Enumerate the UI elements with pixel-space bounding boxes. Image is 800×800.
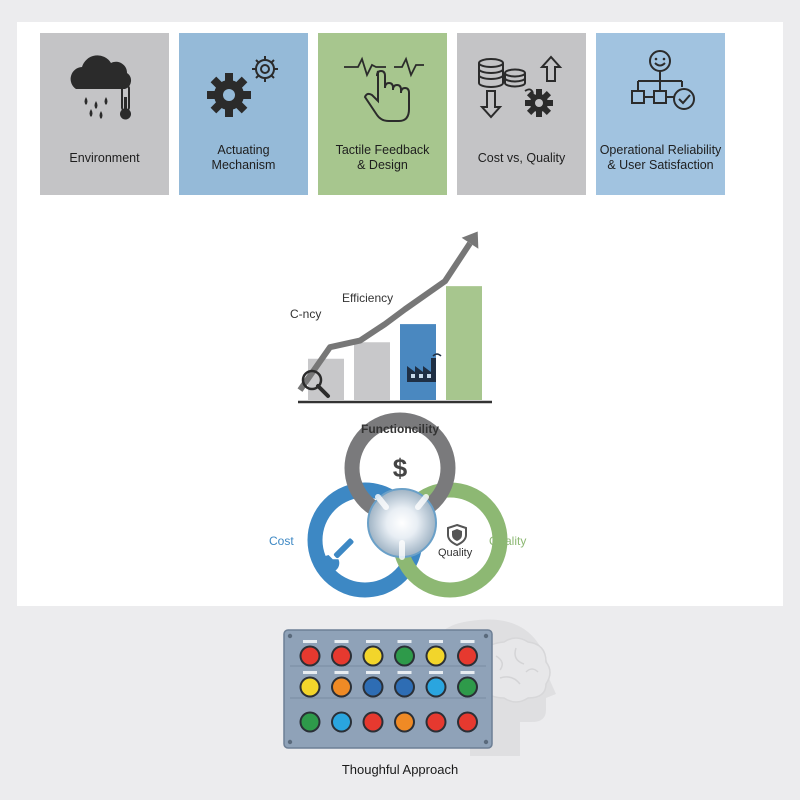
- right-label: Quality: [489, 534, 526, 548]
- factory-icon: [407, 353, 442, 382]
- button-label-plate: [429, 671, 443, 674]
- top-label: Functioncility: [361, 422, 439, 436]
- panel-button: [427, 713, 445, 731]
- caption: Thoughful Approach: [341, 762, 459, 777]
- efficiency-growth-chart: Efficiency C‐ncy: [290, 231, 492, 404]
- panel-button: [333, 713, 350, 731]
- panel-button: [459, 713, 476, 731]
- panel-button: [301, 647, 319, 665]
- panel-button: [364, 678, 382, 696]
- trend-line: [297, 241, 473, 392]
- card-label: Actuating Mechanism: [211, 143, 276, 172]
- panel-button: [427, 647, 445, 665]
- button-label-plate: [303, 671, 317, 674]
- chart-bar: [400, 324, 436, 400]
- wrench-icon: [321, 538, 354, 573]
- venn-diagram: Functioncility Cost Quality Quality $: [269, 412, 526, 598]
- card-label: Tactile Feedback & Design: [335, 143, 430, 172]
- card-label: Cost vs, Quality: [477, 150, 566, 165]
- panel-button: [364, 713, 382, 731]
- panel-button: [301, 713, 319, 731]
- chart-bar: [446, 286, 482, 400]
- button-label-plate: [429, 640, 443, 643]
- button-label-plate: [334, 671, 349, 674]
- panel-button: [459, 678, 476, 696]
- button-label-plate: [460, 671, 475, 674]
- panel-button: [333, 678, 350, 696]
- panel-button: [364, 647, 382, 665]
- coins-gear-arrows-icon: [478, 55, 563, 119]
- factor-cards: Environment Actuating Mechanism: [40, 33, 726, 195]
- chart-bar: [354, 342, 390, 400]
- button-label-plate: [334, 640, 349, 643]
- panel-button: [396, 713, 413, 731]
- panel-button: [396, 678, 413, 696]
- button-label-plate: [397, 640, 412, 643]
- left-label: Cost: [269, 534, 294, 548]
- card-actuating-mechanism: Actuating Mechanism: [179, 33, 308, 195]
- cloud-rain-thermometer-icon: [70, 55, 132, 120]
- panel-button: [459, 647, 476, 665]
- card-cost-quality: Cost vs, Quality: [457, 33, 586, 195]
- card-label: Environment: [69, 150, 140, 165]
- efficiency-label: Efficiency: [342, 291, 393, 305]
- button-label-plate: [397, 671, 412, 674]
- control-panel-illustration: [283, 619, 556, 756]
- panel-button: [301, 678, 319, 696]
- button-label-plate: [366, 640, 380, 643]
- panel-button: [396, 647, 413, 665]
- card-label: Operational Reliability & User Satisfact…: [599, 143, 722, 172]
- button-label-plate: [366, 671, 380, 674]
- user-flow-check-icon: [631, 50, 695, 110]
- button-label-plate: [303, 640, 317, 643]
- touch-hand-icon: [344, 56, 424, 122]
- card-operational-reliability: Operational Reliability & User Satisfact…: [596, 33, 725, 195]
- shield-icon: [447, 523, 467, 547]
- dollar-icon: $: [393, 453, 408, 483]
- card-environment: Environment: [40, 33, 169, 195]
- button-label-plate: [460, 640, 475, 643]
- trend-arrowhead: [461, 231, 479, 249]
- card-tactile-feedback: Tactile Feedback & Design: [318, 33, 447, 195]
- gears-icon: [207, 56, 278, 117]
- inner-label: Quality: [438, 547, 473, 559]
- panel-button: [427, 678, 445, 696]
- magnifier-icon: [301, 369, 330, 398]
- panel-button: [333, 647, 350, 665]
- lower-label: C‐ncy: [290, 307, 321, 321]
